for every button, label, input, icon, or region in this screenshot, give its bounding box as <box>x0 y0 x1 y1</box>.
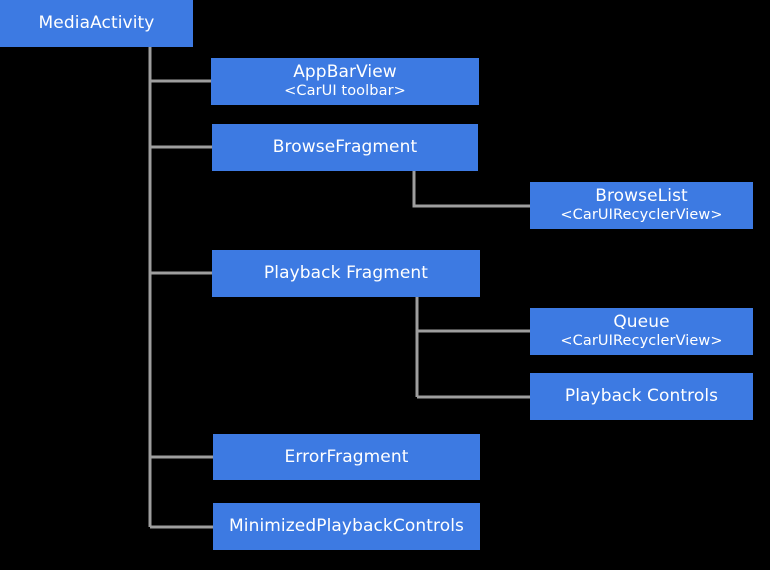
node-error-fragment-title: ErrorFragment <box>284 446 409 467</box>
node-media-activity-title: MediaActivity <box>38 13 155 34</box>
node-media-activity[interactable]: MediaActivity <box>0 0 193 47</box>
node-browse-fragment-title: BrowseFragment <box>272 137 418 158</box>
edge-browse-fragment-to-browse-list <box>412 171 530 208</box>
node-queue-subtitle: <CarUIRecyclerView> <box>560 333 723 350</box>
node-queue-title: Queue <box>613 312 670 333</box>
node-browse-list-subtitle: <CarUIRecyclerView> <box>560 207 723 224</box>
node-playback-fragment[interactable]: Playback Fragment <box>212 250 480 297</box>
node-browse-fragment[interactable]: BrowseFragment <box>212 124 478 171</box>
node-queue[interactable]: Queue <CarUIRecyclerView> <box>530 308 753 355</box>
node-app-bar-view-title: AppBarView <box>293 62 397 83</box>
node-minimized-playback-controls[interactable]: MinimizedPlaybackControls <box>213 503 480 550</box>
node-browse-list[interactable]: BrowseList <CarUIRecyclerView> <box>530 182 753 229</box>
node-playback-controls[interactable]: Playback Controls <box>530 373 753 420</box>
node-playback-controls-title: Playback Controls <box>564 386 719 407</box>
node-minimized-playback-controls-title: MinimizedPlaybackControls <box>228 516 464 537</box>
node-app-bar-view[interactable]: AppBarView <CarUI toolbar> <box>211 58 479 105</box>
node-browse-list-title: BrowseList <box>595 186 688 207</box>
node-app-bar-view-subtitle: <CarUI toolbar> <box>284 83 406 100</box>
node-error-fragment[interactable]: ErrorFragment <box>213 434 480 480</box>
node-playback-fragment-title: Playback Fragment <box>263 263 429 284</box>
